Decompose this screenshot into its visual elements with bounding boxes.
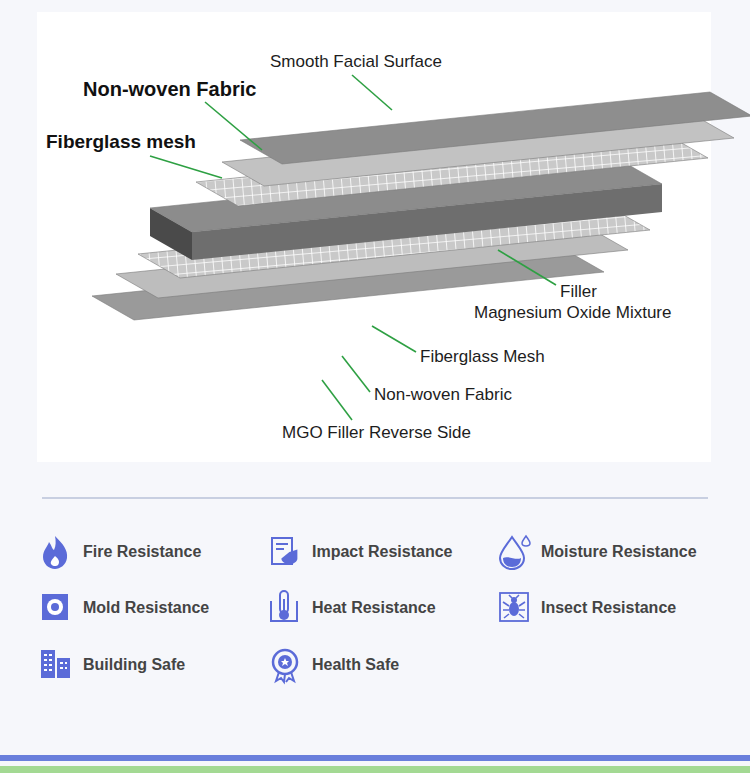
board-layers <box>92 92 750 320</box>
feature-label: Building Safe <box>83 656 185 674</box>
feature-label: Mold Resistance <box>83 599 209 617</box>
part-label: Smooth Facial Surface <box>270 52 442 72</box>
leader-line <box>322 380 352 420</box>
heat-icon <box>271 591 297 621</box>
part-label: Non-woven Fabric <box>374 385 512 405</box>
feature-label: Insect Resistance <box>541 599 676 617</box>
part-label: Non-woven Fabric <box>83 78 256 101</box>
health-icon <box>273 650 297 682</box>
mold-icon <box>42 594 68 620</box>
feature-label: Health Safe <box>312 656 399 674</box>
feature-label: Fire Resistance <box>83 543 201 561</box>
part-label: Magnesium Oxide Mixture <box>474 303 671 323</box>
surface-layer <box>240 92 750 164</box>
impact-icon <box>272 538 297 565</box>
green-bar <box>0 766 750 773</box>
feature-label: Moisture Resistance <box>541 543 697 561</box>
part-label: Fiberglass Mesh <box>420 347 545 367</box>
fire-icon <box>43 536 67 569</box>
feature-icons <box>41 536 530 682</box>
part-label: Fiberglass mesh <box>46 131 196 153</box>
feature-label: Heat Resistance <box>312 599 436 617</box>
moisture-icon <box>500 536 530 569</box>
insect-icon <box>500 593 528 621</box>
leader-line <box>498 250 556 285</box>
part-label: Filler <box>560 282 597 302</box>
leader-line <box>352 75 392 110</box>
leader-line <box>205 102 262 150</box>
leader-line <box>342 356 370 392</box>
feature-label: Impact Resistance <box>312 543 453 561</box>
divider <box>42 498 708 499</box>
blue-bar <box>0 755 750 761</box>
picture-panel <box>37 12 711 462</box>
leader-lines <box>150 75 556 420</box>
part-label: MGO Filler Reverse Side <box>282 423 471 443</box>
leader-line <box>150 156 222 178</box>
building-icon <box>41 650 70 678</box>
leader-line <box>372 326 416 352</box>
